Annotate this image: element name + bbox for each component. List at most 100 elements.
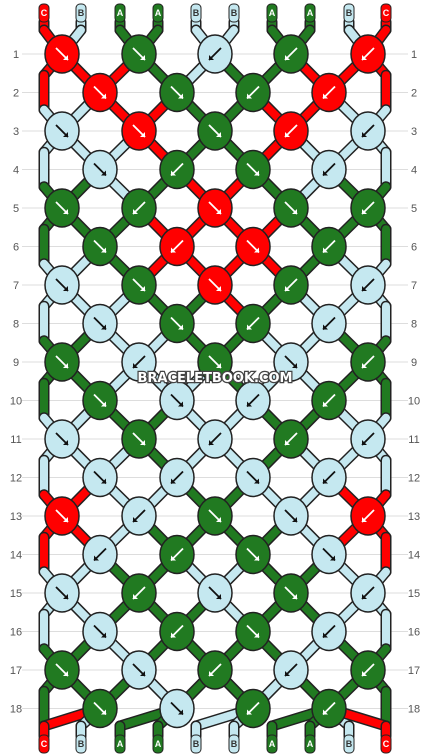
knot [311, 457, 347, 498]
arrow-down-left-icon [362, 671, 367, 676]
knot [350, 496, 386, 536]
arrow-down-left-icon [362, 286, 367, 291]
strand-tag-strands_bottom: C [38, 734, 50, 754]
arrow-down-right-icon [140, 55, 145, 60]
row-number-left: 7 [13, 280, 19, 292]
arrow-down-right-icon [216, 517, 221, 522]
knot [273, 573, 309, 613]
arrow-down-left-icon [133, 363, 138, 368]
knot [121, 419, 157, 459]
arrow-down-right-icon [101, 478, 106, 484]
row-number-left: 14 [10, 550, 22, 562]
strand-tag-letter: A [117, 8, 124, 18]
knot-grid [44, 34, 386, 729]
arrow-down-right-icon [330, 555, 335, 561]
strand-tag-swatch [152, 734, 164, 754]
knot [44, 265, 80, 305]
strand-tag-swatch [304, 734, 316, 754]
arrow-down-left-icon [362, 594, 367, 599]
arrow-down-left-icon [323, 709, 328, 715]
row-number-right: 10 [408, 396, 420, 408]
knot [235, 457, 271, 498]
arrow-down-right-icon [216, 594, 221, 599]
row-number-left: 11 [10, 434, 21, 446]
arrow-down-left-icon [133, 209, 138, 214]
knot [159, 457, 195, 498]
strand-tag-strands_bottom: A [266, 734, 278, 754]
arrow-down-left-icon [247, 709, 252, 715]
knot [121, 650, 157, 690]
knot [121, 265, 157, 305]
row-number-right: 18 [408, 704, 420, 716]
arrow-down-right-icon [101, 93, 106, 99]
strand-tag-letter: A [307, 739, 314, 749]
row-number-right: 17 [408, 665, 420, 677]
strand-tag-swatch [75, 734, 87, 754]
row-number-left: 1 [13, 49, 19, 61]
arrow-down-right-icon [63, 671, 68, 676]
strand-tag-strands_bottom: A [114, 734, 126, 754]
knot [197, 34, 233, 74]
arrow-down-left-icon [247, 93, 252, 99]
knot [235, 688, 271, 729]
knot [350, 342, 386, 382]
arrow-down-right-icon [63, 594, 68, 599]
arrow-down-right-icon [178, 324, 183, 330]
strand-tag-swatch [266, 734, 278, 754]
arrow-down-left-icon [323, 401, 328, 407]
knot [197, 111, 233, 151]
strand-tag-letter: C [383, 8, 390, 18]
knot [44, 342, 80, 382]
arrow-down-left-icon [323, 324, 328, 330]
arrow-down-right-icon [101, 709, 106, 715]
row-number-right: 9 [411, 357, 417, 369]
knot [82, 303, 118, 344]
knot [197, 496, 233, 536]
knot [121, 111, 157, 151]
strand-tag-strands_top: B [343, 3, 355, 23]
knot [159, 303, 195, 344]
knot [311, 534, 347, 575]
row-number-right: 5 [411, 203, 417, 215]
arrow-down-left-icon [285, 55, 290, 60]
arrow-down-left-icon [285, 440, 290, 445]
strand-tag-letter: B [231, 8, 238, 18]
row-number-left: 13 [10, 511, 22, 523]
knot [311, 72, 347, 113]
strand-tag-letter: A [117, 739, 124, 749]
arrow-down-right-icon [216, 209, 221, 214]
arrow-down-left-icon [209, 55, 214, 60]
knot [273, 34, 309, 74]
knot [82, 457, 118, 498]
strand-tag-letter: A [269, 739, 276, 749]
arrow-down-right-icon [292, 594, 297, 599]
arrow-down-left-icon [133, 594, 138, 599]
strand-tag-swatch [380, 734, 392, 754]
strand-tag-strands_top: A [152, 3, 164, 23]
arrow-down-right-icon [63, 132, 68, 137]
knot [82, 688, 118, 729]
arrow-down-left-icon [247, 401, 252, 407]
knot [311, 303, 347, 344]
row-number-right: 16 [408, 627, 420, 639]
row-number-left: 6 [13, 242, 19, 254]
strand-tag-letter: A [155, 8, 162, 18]
strand-tag-strands_bottom: B [343, 734, 355, 754]
strand-tag-strands_bottom: C [380, 734, 392, 754]
knot [273, 111, 309, 151]
arrow-down-right-icon [140, 286, 145, 291]
knot [350, 265, 386, 305]
arrow-down-right-icon [216, 132, 221, 137]
knot [235, 303, 271, 344]
strand-tag-letter: A [307, 8, 314, 18]
arrow-down-right-icon [292, 363, 297, 368]
strand-tag-swatch [380, 3, 392, 23]
knot [44, 419, 80, 459]
row-number-right: 15 [408, 588, 420, 600]
arrow-down-left-icon [362, 132, 367, 137]
knot [197, 573, 233, 613]
arrow-down-left-icon [362, 363, 367, 368]
knot [44, 496, 80, 536]
strand-tag-letter: A [269, 8, 276, 18]
